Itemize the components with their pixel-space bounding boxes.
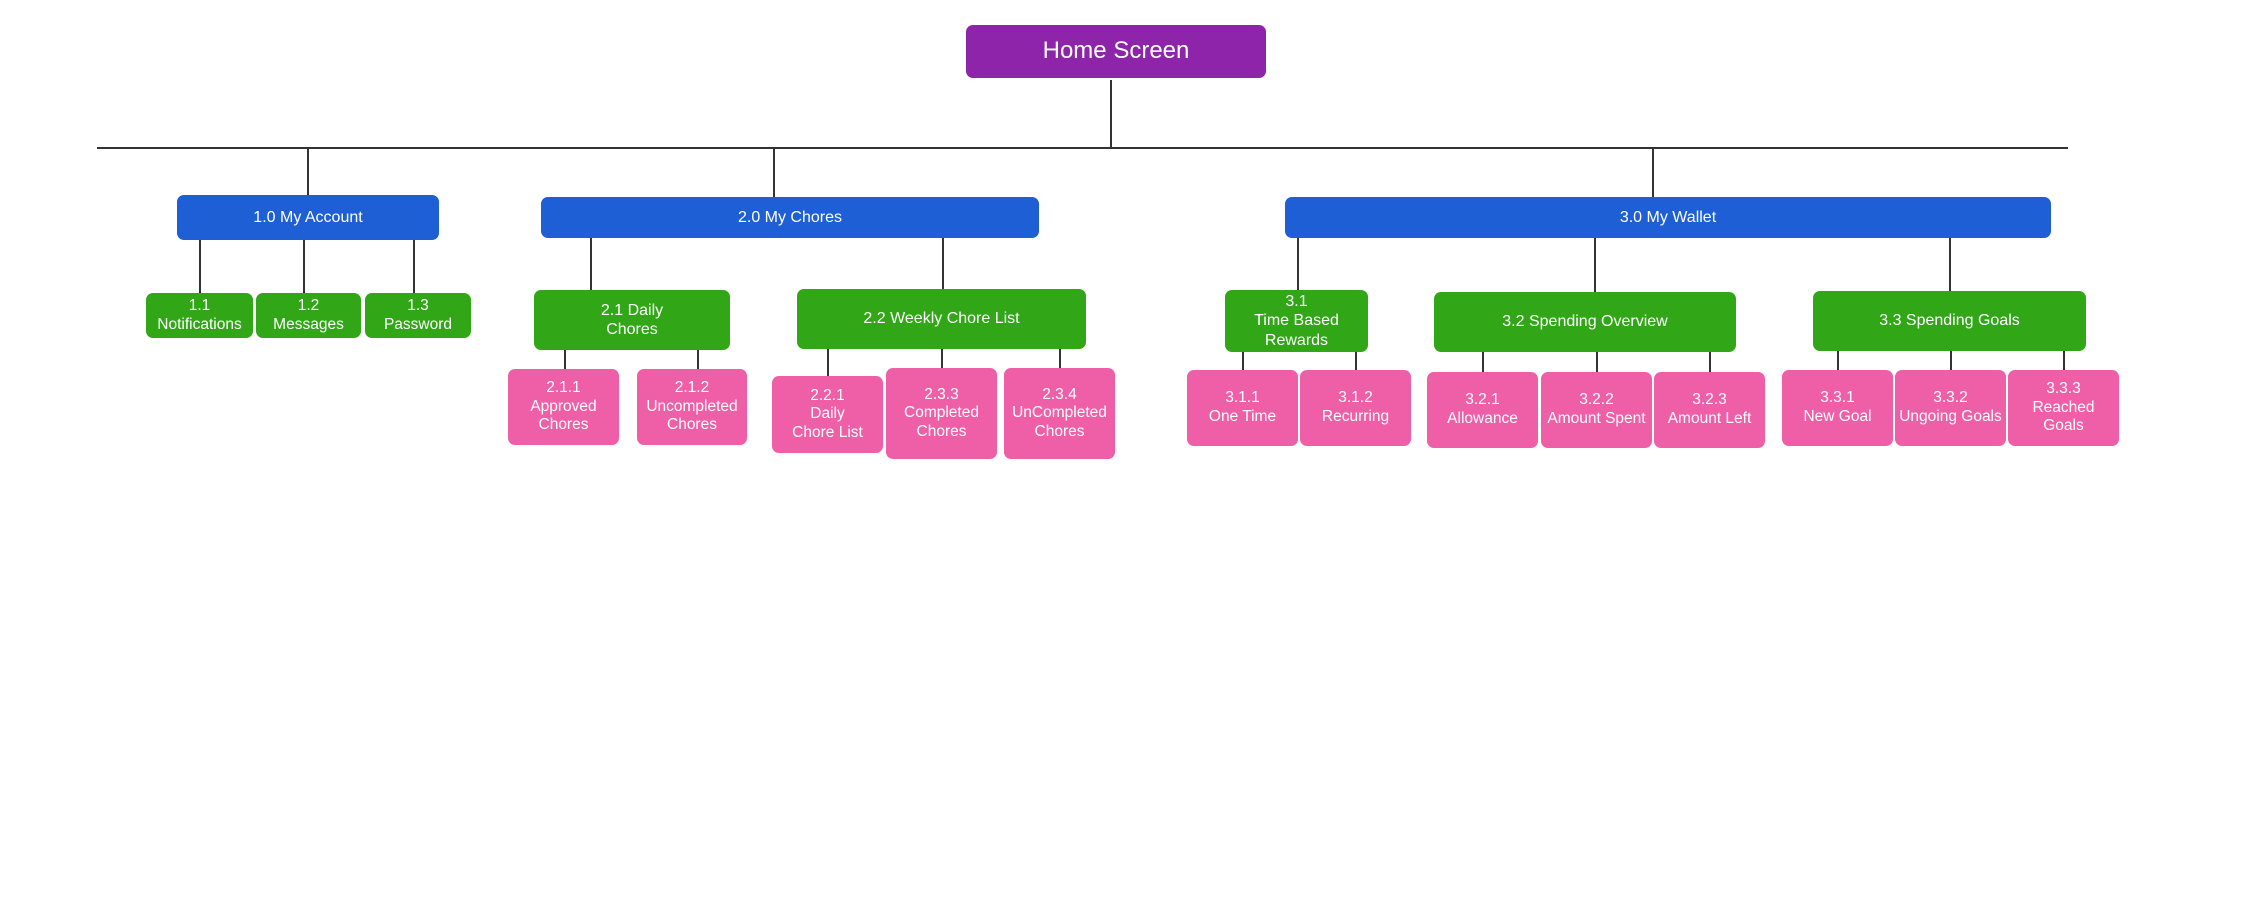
- my-wallet-node: 3.0 My Wallet: [1285, 197, 2051, 238]
- allowance-node: 3.2.1 Allowance: [1427, 372, 1538, 448]
- connector-line: [1594, 237, 1596, 292]
- connector-line: [1355, 352, 1357, 371]
- connector-line: [1837, 351, 1839, 371]
- connector-line: [773, 148, 775, 197]
- connector-line: [1297, 237, 1299, 290]
- connector-line: [1110, 80, 1112, 148]
- amount-spent-node: 3.2.2 Amount Spent: [1541, 372, 1652, 448]
- connector-line: [1059, 349, 1061, 369]
- connector-line: [199, 240, 201, 294]
- time-based-rewards-node: 3.1 Time Based Rewards: [1225, 290, 1368, 352]
- uncompleted-chores-node: 2.1.2 Uncompleted Chores: [637, 369, 747, 445]
- connector-line: [1950, 351, 1952, 371]
- connector-line: [303, 240, 305, 294]
- ongoing-goals-node: 3.3.2 Ungoing Goals: [1895, 370, 2006, 446]
- connector-line: [307, 148, 309, 195]
- connector-line: [1652, 148, 1654, 197]
- messages-node: 1.2 Messages: [256, 293, 361, 338]
- weekly-uncompleted-chores-node: 2.3.4 UnCompleted Chores: [1004, 368, 1115, 459]
- connector-line: [697, 350, 699, 370]
- reached-goals-node: 3.3.3 Reached Goals: [2008, 370, 2119, 446]
- connector-line: [97, 147, 2068, 149]
- weekly-chore-list-node: 2.2 Weekly Chore List: [797, 289, 1086, 349]
- my-account-node: 1.0 My Account: [177, 195, 439, 240]
- spending-overview-node: 3.2 Spending Overview: [1434, 292, 1736, 352]
- daily-chore-list-node: 2.2.1 Daily Chore List: [772, 376, 883, 453]
- approved-chores-node: 2.1.1 Approved Chores: [508, 369, 619, 445]
- spending-goals-node: 3.3 Spending Goals: [1813, 291, 2086, 351]
- daily-chores-node: 2.1 Daily Chores: [534, 290, 730, 350]
- password-node: 1.3 Password: [365, 293, 471, 338]
- one-time-node: 3.1.1 One Time: [1187, 370, 1298, 446]
- connector-line: [827, 349, 829, 377]
- connector-line: [1482, 352, 1484, 373]
- connector-line: [942, 238, 944, 290]
- connector-line: [564, 350, 566, 370]
- connector-line: [413, 240, 415, 294]
- amount-left-node: 3.2.3 Amount Left: [1654, 372, 1765, 448]
- connector-line: [1596, 352, 1598, 373]
- connector-line: [941, 349, 943, 369]
- new-goal-node: 3.3.1 New Goal: [1782, 370, 1893, 446]
- connector-line: [1242, 352, 1244, 371]
- completed-chores-node: 2.3.3 Completed Chores: [886, 368, 997, 459]
- notifications-node: 1.1 Notifications: [146, 293, 253, 338]
- connector-line: [1709, 352, 1711, 373]
- home-screen-node: Home Screen: [966, 25, 1266, 78]
- my-chores-node: 2.0 My Chores: [541, 197, 1039, 238]
- connector-line: [1949, 237, 1951, 291]
- connector-line: [2063, 351, 2065, 371]
- recurring-node: 3.1.2 Recurring: [1300, 370, 1411, 446]
- connector-line: [590, 238, 592, 290]
